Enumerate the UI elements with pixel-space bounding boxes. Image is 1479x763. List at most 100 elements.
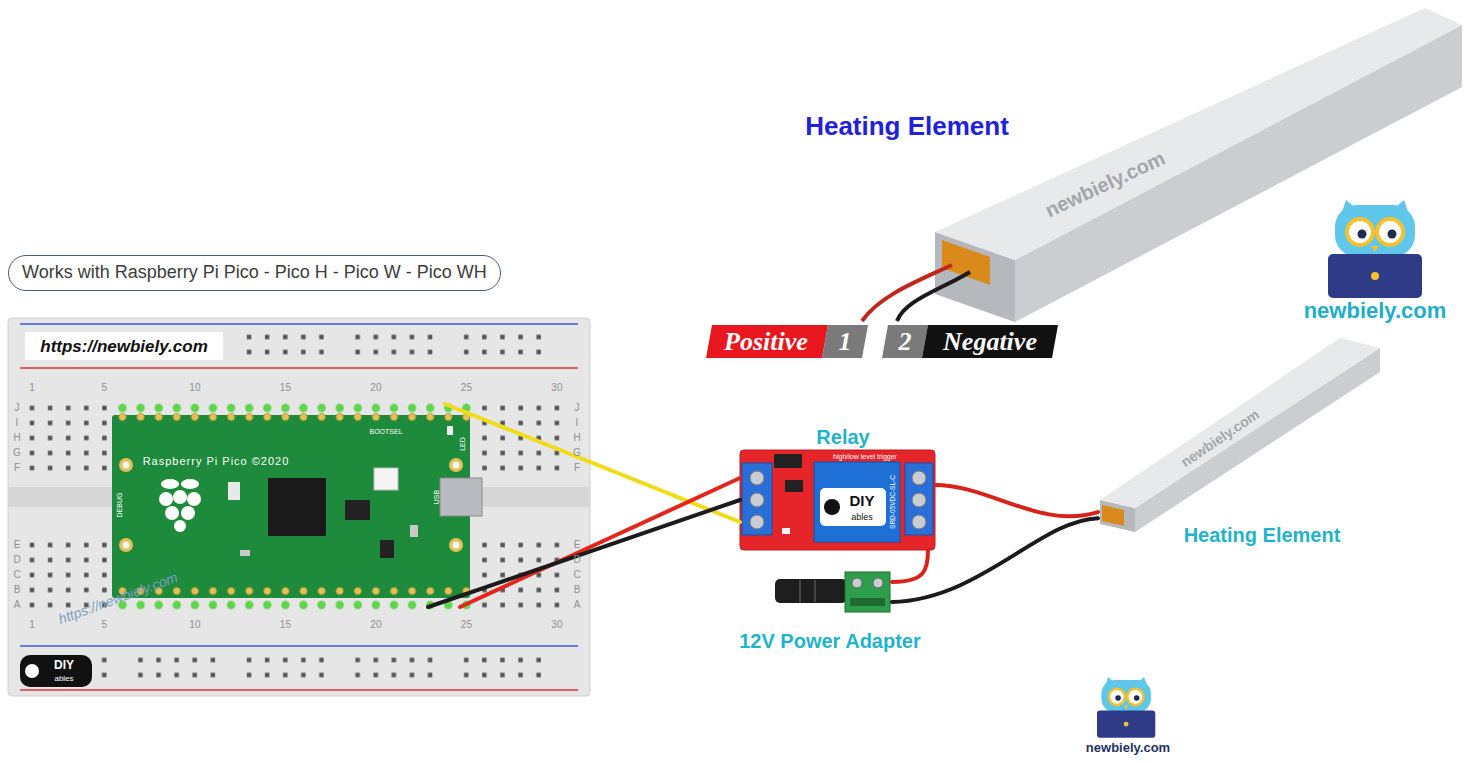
ground-wire bbox=[892, 518, 1098, 602]
owl-beak bbox=[1371, 246, 1379, 252]
relay-board bbox=[740, 450, 935, 550]
screw bbox=[912, 493, 926, 507]
row-letter: A bbox=[14, 600, 21, 610]
column-number: 10 bbox=[189, 620, 200, 630]
watermark: newbiely.com bbox=[1178, 407, 1261, 469]
raspberry-logo bbox=[165, 506, 179, 520]
heater-lead bbox=[897, 272, 970, 321]
row-letter: J bbox=[15, 403, 20, 413]
owl-laptop bbox=[1328, 254, 1422, 298]
rail-line bbox=[20, 323, 578, 325]
raspberry-logo bbox=[159, 492, 173, 506]
rp2040-chip bbox=[268, 478, 326, 536]
url-plate bbox=[25, 332, 223, 360]
power-wire bbox=[935, 485, 1098, 516]
column-number: 1 bbox=[29, 383, 35, 393]
crystal bbox=[228, 482, 240, 500]
trigger-note: high/low level trigger bbox=[833, 453, 897, 460]
owl-head bbox=[1335, 205, 1415, 257]
polarity-badge bbox=[882, 325, 928, 358]
pico-pcb bbox=[112, 415, 470, 598]
url-text: https://newbiely.com bbox=[40, 338, 208, 355]
heating-element: Heating Element bbox=[935, 8, 1465, 322]
signal-wire bbox=[445, 404, 740, 522]
logo-text: newbiely.com bbox=[1304, 300, 1447, 322]
column-number: 15 bbox=[280, 383, 291, 393]
logo-icon bbox=[25, 664, 39, 678]
rail-line bbox=[20, 645, 578, 647]
smd-led bbox=[782, 528, 790, 534]
row-letter: D bbox=[13, 555, 20, 565]
logo-text: ables bbox=[54, 675, 73, 683]
pico-pins bbox=[113, 410, 475, 424]
callout-number: 1 bbox=[839, 329, 852, 355]
owl-pupil bbox=[1134, 695, 1140, 701]
polarity-badge bbox=[922, 325, 1058, 358]
owl-beak bbox=[1124, 706, 1129, 710]
logo-text: DIY bbox=[54, 659, 74, 671]
polarity-badge bbox=[822, 325, 868, 358]
terminal-block bbox=[742, 463, 772, 535]
pin-label: LED bbox=[459, 437, 466, 451]
polarity-label: Negative bbox=[943, 329, 1037, 355]
regulator bbox=[380, 540, 394, 558]
pin-label: DEBUG bbox=[116, 493, 123, 518]
used-holes bbox=[113, 598, 475, 613]
led bbox=[447, 426, 453, 435]
dc-jack bbox=[775, 579, 847, 603]
mounting-hole bbox=[119, 538, 133, 552]
screw bbox=[873, 578, 883, 588]
mounting-hole-center bbox=[453, 542, 460, 549]
logo-text: ables bbox=[851, 513, 873, 522]
ground-wire bbox=[428, 500, 740, 607]
logo-text: newbiely.com bbox=[1086, 741, 1170, 754]
smd-part bbox=[240, 550, 250, 556]
terminal-slot bbox=[850, 598, 885, 606]
screw bbox=[912, 471, 926, 485]
power-wire bbox=[892, 550, 928, 582]
heater-top-face bbox=[1100, 338, 1380, 508]
rail-holes bbox=[100, 653, 566, 683]
laptop-dot bbox=[1371, 272, 1379, 280]
jumper bbox=[774, 454, 802, 468]
row-letter: D bbox=[573, 555, 580, 565]
power-adapter: 12V Power Adapter bbox=[775, 570, 892, 614]
owl-glasses bbox=[1347, 219, 1373, 245]
compatibility-note: Works with Raspberry Pi Pico - Pico H - … bbox=[8, 255, 501, 291]
callout-number: 2 bbox=[899, 329, 912, 355]
mounting-hole-center bbox=[453, 462, 460, 469]
heater-tab bbox=[942, 240, 990, 285]
row-letter: J bbox=[575, 403, 580, 413]
raspberry-leaf bbox=[161, 479, 179, 489]
column-number: 5 bbox=[102, 620, 108, 630]
row-letter: E bbox=[574, 540, 581, 550]
row-letter: C bbox=[573, 570, 580, 580]
bootsel-button bbox=[374, 468, 398, 490]
heater-lead bbox=[862, 265, 952, 321]
raspberry-logo bbox=[187, 492, 201, 506]
mounting-hole bbox=[449, 458, 463, 472]
heater-top-face bbox=[935, 8, 1462, 260]
row-letter: F bbox=[14, 463, 20, 473]
column-number: 1 bbox=[29, 620, 35, 630]
owl-glasses bbox=[1109, 689, 1125, 705]
newbiely-owl-logo bbox=[1328, 200, 1422, 298]
row-letter: A bbox=[574, 600, 581, 610]
jack-groove bbox=[814, 580, 816, 602]
part-heading: Heating Element bbox=[1184, 525, 1341, 545]
diyables-logo bbox=[20, 655, 92, 687]
watermark: https://newbiely.com bbox=[57, 570, 180, 626]
row-letter: G bbox=[13, 448, 21, 458]
diyables-logo bbox=[820, 488, 886, 526]
column-number: 30 bbox=[551, 620, 562, 630]
column-number: 10 bbox=[189, 383, 200, 393]
column-number: 20 bbox=[370, 383, 381, 393]
note-text: Works with Raspberry Pi Pico - Pico H - … bbox=[22, 262, 487, 284]
row-letter: G bbox=[573, 448, 581, 458]
pin-label: USB bbox=[433, 490, 440, 504]
heater-tab bbox=[1102, 505, 1124, 526]
owl-pupil bbox=[1388, 230, 1397, 239]
screw-terminal bbox=[845, 572, 890, 612]
terminal-block bbox=[905, 463, 933, 535]
